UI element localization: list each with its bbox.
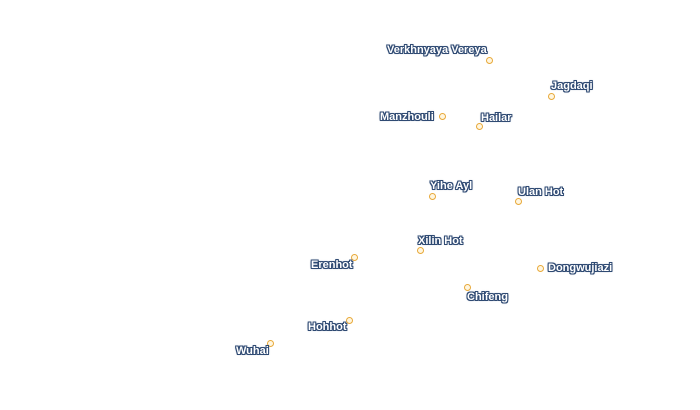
city-label-xilin-hot: Xilin Hot: [418, 235, 463, 247]
city-marker-wuhai[interactable]: [267, 340, 274, 347]
city-marker-yihe-ayl[interactable]: [429, 193, 436, 200]
city-marker-chifeng[interactable]: [464, 284, 471, 291]
city-label-wuhai: Wuhai: [236, 345, 269, 357]
city-label-yihe-ayl: Yihe Ayl: [430, 180, 473, 192]
city-marker-jagdaqi[interactable]: [548, 93, 555, 100]
city-marker-manzhouli[interactable]: [439, 113, 446, 120]
city-label-erenhot: Erenhot: [311, 259, 353, 271]
city-marker-xilin-hot[interactable]: [417, 247, 424, 254]
city-marker-hailar[interactable]: [476, 123, 483, 130]
city-label-verkhnyaya-vereya: Verkhnyaya Vereya: [387, 44, 487, 56]
city-marker-ulan-hot[interactable]: [515, 198, 522, 205]
city-label-manzhouli: Manzhouli: [380, 111, 434, 123]
city-label-dongwujiazi: Dongwujiazi: [548, 262, 613, 274]
city-label-hohhot: Hohhot: [308, 321, 347, 333]
city-label-chifeng: Chifeng: [467, 291, 508, 303]
city-label-jagdaqi: Jagdaqi: [551, 80, 593, 92]
city-marker-erenhot[interactable]: [351, 254, 358, 261]
city-marker-hohhot[interactable]: [346, 317, 353, 324]
city-marker-verkhnyaya-vereya[interactable]: [486, 57, 493, 64]
city-marker-dongwujiazi[interactable]: [537, 265, 544, 272]
city-label-ulan-hot: Ulan Hot: [518, 186, 564, 198]
city-label-hailar: Hailar: [481, 112, 512, 124]
